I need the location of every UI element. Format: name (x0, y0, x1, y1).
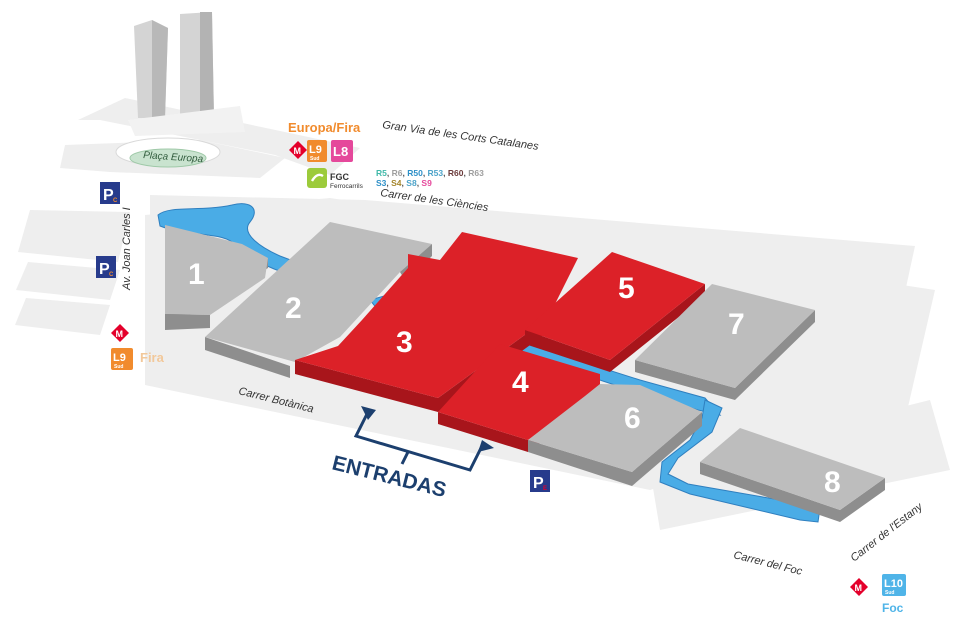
street-placa-europa: Plaça Europa (143, 150, 204, 165)
hall-3-label: 3 (396, 326, 413, 359)
line-badge-l9[interactable]: L9 Sud (307, 140, 327, 162)
metro-icon: M (850, 578, 868, 596)
hall-1-label: 1 (188, 258, 205, 291)
street-joan-carles: Av. Joan Carles I (121, 207, 133, 291)
towers-icon (128, 12, 245, 136)
metro-icon: M (111, 324, 129, 342)
hall-8[interactable]: 8 (700, 428, 885, 522)
line-badge-l8-name: L8 (333, 144, 348, 159)
line-badge-l10-sub: Sud (885, 590, 894, 596)
hall-2-label: 2 (285, 292, 302, 325)
parking-letter: P (533, 475, 544, 492)
parking-letter: P (99, 261, 110, 278)
hall-7[interactable]: 7 (635, 284, 815, 400)
fgc-routes-row1: R5, R6, R50, R53, R60, R63 (376, 168, 484, 178)
hall-7-label: 7 (728, 308, 745, 341)
arrow-up-icon (478, 440, 494, 452)
metro-icon: M (289, 141, 307, 159)
hall-8-label: 8 (824, 466, 841, 499)
parking-sub: E (543, 486, 547, 492)
parking-icon[interactable]: P C (100, 182, 120, 204)
parking-sub: C (113, 198, 118, 204)
fgc-icon (307, 168, 327, 188)
placa-europa-green (129, 148, 207, 168)
line-badge-l9-fira[interactable]: L9 Sud (111, 348, 133, 370)
line-badge-l9-fira-sub: Sud (114, 364, 123, 370)
line-badge-l9-fira-name: L9 (113, 352, 126, 364)
parking-icon[interactable]: P E (530, 470, 550, 492)
station-europa-fira: Europa/Fira (288, 120, 361, 135)
parking-icon[interactable]: P C (96, 256, 116, 278)
street-estany: Carrer de l'Estany (848, 500, 926, 564)
block-west-3 (15, 298, 110, 335)
parking-sub: C (109, 272, 114, 278)
svg-text:M: M (855, 583, 863, 593)
hall-5-label: 5 (618, 272, 635, 305)
parking-letter: P (103, 187, 114, 204)
block-west-2 (16, 262, 120, 300)
line-badge-l10-name: L10 (884, 578, 903, 590)
station-foc: Foc (882, 601, 904, 615)
fgc-label: FGC (330, 172, 349, 182)
arrow-up-icon (361, 406, 376, 420)
station-fira: Fira (140, 350, 165, 365)
line-badge-l9-name: L9 (309, 144, 322, 156)
hall-1[interactable]: 1 (165, 225, 268, 330)
svg-text:M: M (116, 329, 124, 339)
line-badge-l9-sub: Sud (310, 156, 319, 162)
hall-6[interactable]: 6 (528, 384, 702, 486)
entrance-bracket (353, 411, 484, 472)
hall-4-label: 4 (512, 366, 529, 399)
block-west-1 (18, 210, 130, 262)
hall-6-label: 6 (624, 402, 641, 435)
fgc-routes-row2: S3, S4, S8, S9 (376, 178, 432, 188)
walkway-east (659, 399, 821, 523)
line-badge-l10[interactable]: L10 Sud (882, 574, 906, 596)
street-foc: Carrer del Foc (732, 549, 804, 578)
hall-5[interactable]: 5 (525, 252, 705, 372)
svg-text:M: M (294, 146, 302, 156)
line-badge-l8[interactable]: L8 (331, 140, 353, 162)
street-gran-via: Gran Via de les Corts Catalanes (382, 119, 540, 153)
fgc-sub: Ferrocarrils (330, 183, 364, 190)
